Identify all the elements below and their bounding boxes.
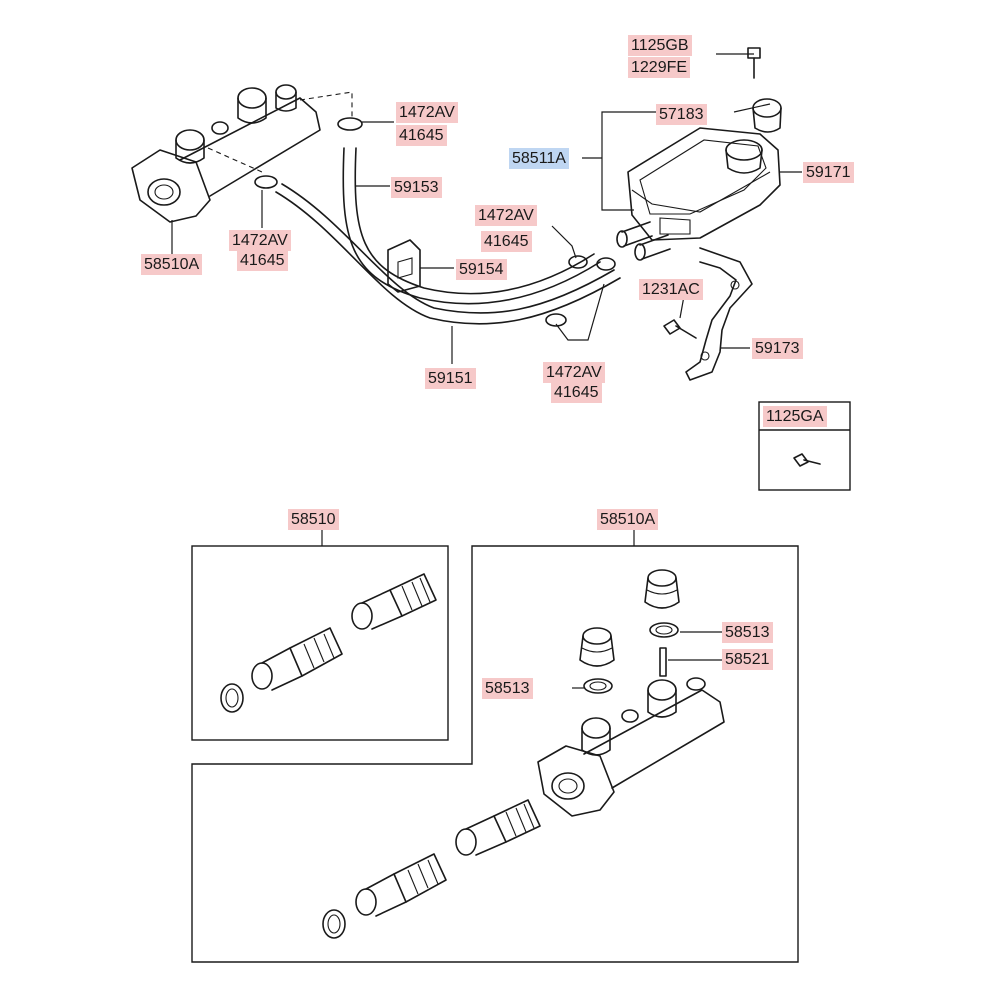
part-label-58511a: 58511A [509,148,569,169]
piston-kit-left [220,573,437,713]
part-label-41645-a: 41645 [396,125,447,146]
part-label-41645-c: 41645 [237,250,288,271]
reservoir-tank [627,127,781,241]
part-label-58513-b: 58513 [482,678,533,699]
kit-box-58510a [191,530,799,963]
reservoir-grommets [579,569,680,694]
part-label-58510: 58510 [288,509,339,530]
part-label-41645-d: 41645 [551,382,602,403]
part-label-59153: 59153 [391,177,442,198]
hose-clamps [254,117,616,327]
reservoir-bolt [747,47,761,79]
part-label-58521: 58521 [722,649,773,670]
part-label-1125ga: 1125GA [763,406,827,427]
hose-clip-59154 [387,239,421,293]
hose-59153 [342,147,601,305]
part-label-1472av-a: 1472AV [396,102,458,123]
bracket-bolt [663,319,697,339]
part-label-59154: 59154 [456,259,507,280]
leaders-bottom [572,631,722,689]
reservoir-cap [725,98,782,174]
part-label-1472av-b: 1472AV [475,205,537,226]
legend-box-1125ga [758,401,851,491]
part-label-1231ac: 1231AC [639,279,703,300]
part-label-59173: 59173 [752,338,803,359]
part-label-41645-b: 41645 [481,231,532,252]
part-label-1229fe: 1229FE [628,57,691,78]
mounting-bracket [685,247,753,381]
part-label-58510a-top: 58510A [141,254,203,275]
part-label-1472av-c: 1472AV [229,230,291,251]
part-label-58513-a: 58513 [722,622,773,643]
piston-kit-bottom [322,799,541,939]
hose-59151 [275,183,621,325]
reservoir-outlets [616,221,671,261]
part-label-58510a-box: 58510A [597,509,659,530]
master-cylinder-top [131,84,353,223]
master-cylinder-bottom [537,677,725,817]
part-label-1472av-d: 1472AV [543,362,605,383]
part-label-1125gb: 1125GB [628,35,692,56]
part-label-59171: 59171 [803,162,854,183]
part-label-57183: 57183 [656,104,707,125]
kit-box-58510 [191,530,449,741]
part-label-59151: 59151 [425,368,476,389]
